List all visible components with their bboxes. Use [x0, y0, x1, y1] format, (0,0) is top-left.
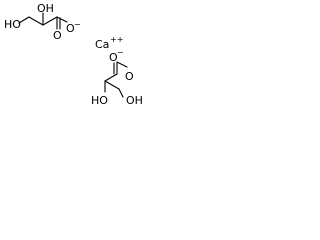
negative-charge: −: [74, 20, 81, 29]
carbonyl-oxygen-label: O: [53, 29, 62, 42]
calcium-ion: Ca ++: [95, 35, 123, 51]
bond: [104, 73, 118, 82]
hydroxyl-label: HO: [4, 18, 21, 31]
lower-glycerate: O O − HO OH: [91, 48, 143, 107]
carboxylate-oxygen-label: O: [109, 51, 118, 64]
bond: [116, 61, 128, 68]
hydroxyl-label: OH: [126, 94, 143, 107]
upper-glycerate: OH HO O O −: [4, 2, 81, 42]
bond: [42, 16, 58, 26]
bond: [118, 88, 124, 98]
carboxylate-oxygen-label: O: [66, 22, 75, 35]
bond: [104, 80, 120, 90]
calcium-label: Ca: [95, 38, 109, 51]
hydroxyl-label: HO: [91, 94, 108, 107]
bond: [18, 16, 30, 24]
carbonyl-oxygen-label: O: [125, 70, 134, 83]
negative-charge: −: [117, 48, 124, 57]
hydroxyl-label: OH: [37, 2, 54, 15]
bond: [28, 16, 44, 26]
structure-drawing: OH HO O O − Ca ++ O O − HO OH: [4, 2, 143, 107]
bond: [56, 16, 68, 23]
positive-charge: ++: [110, 35, 123, 44]
